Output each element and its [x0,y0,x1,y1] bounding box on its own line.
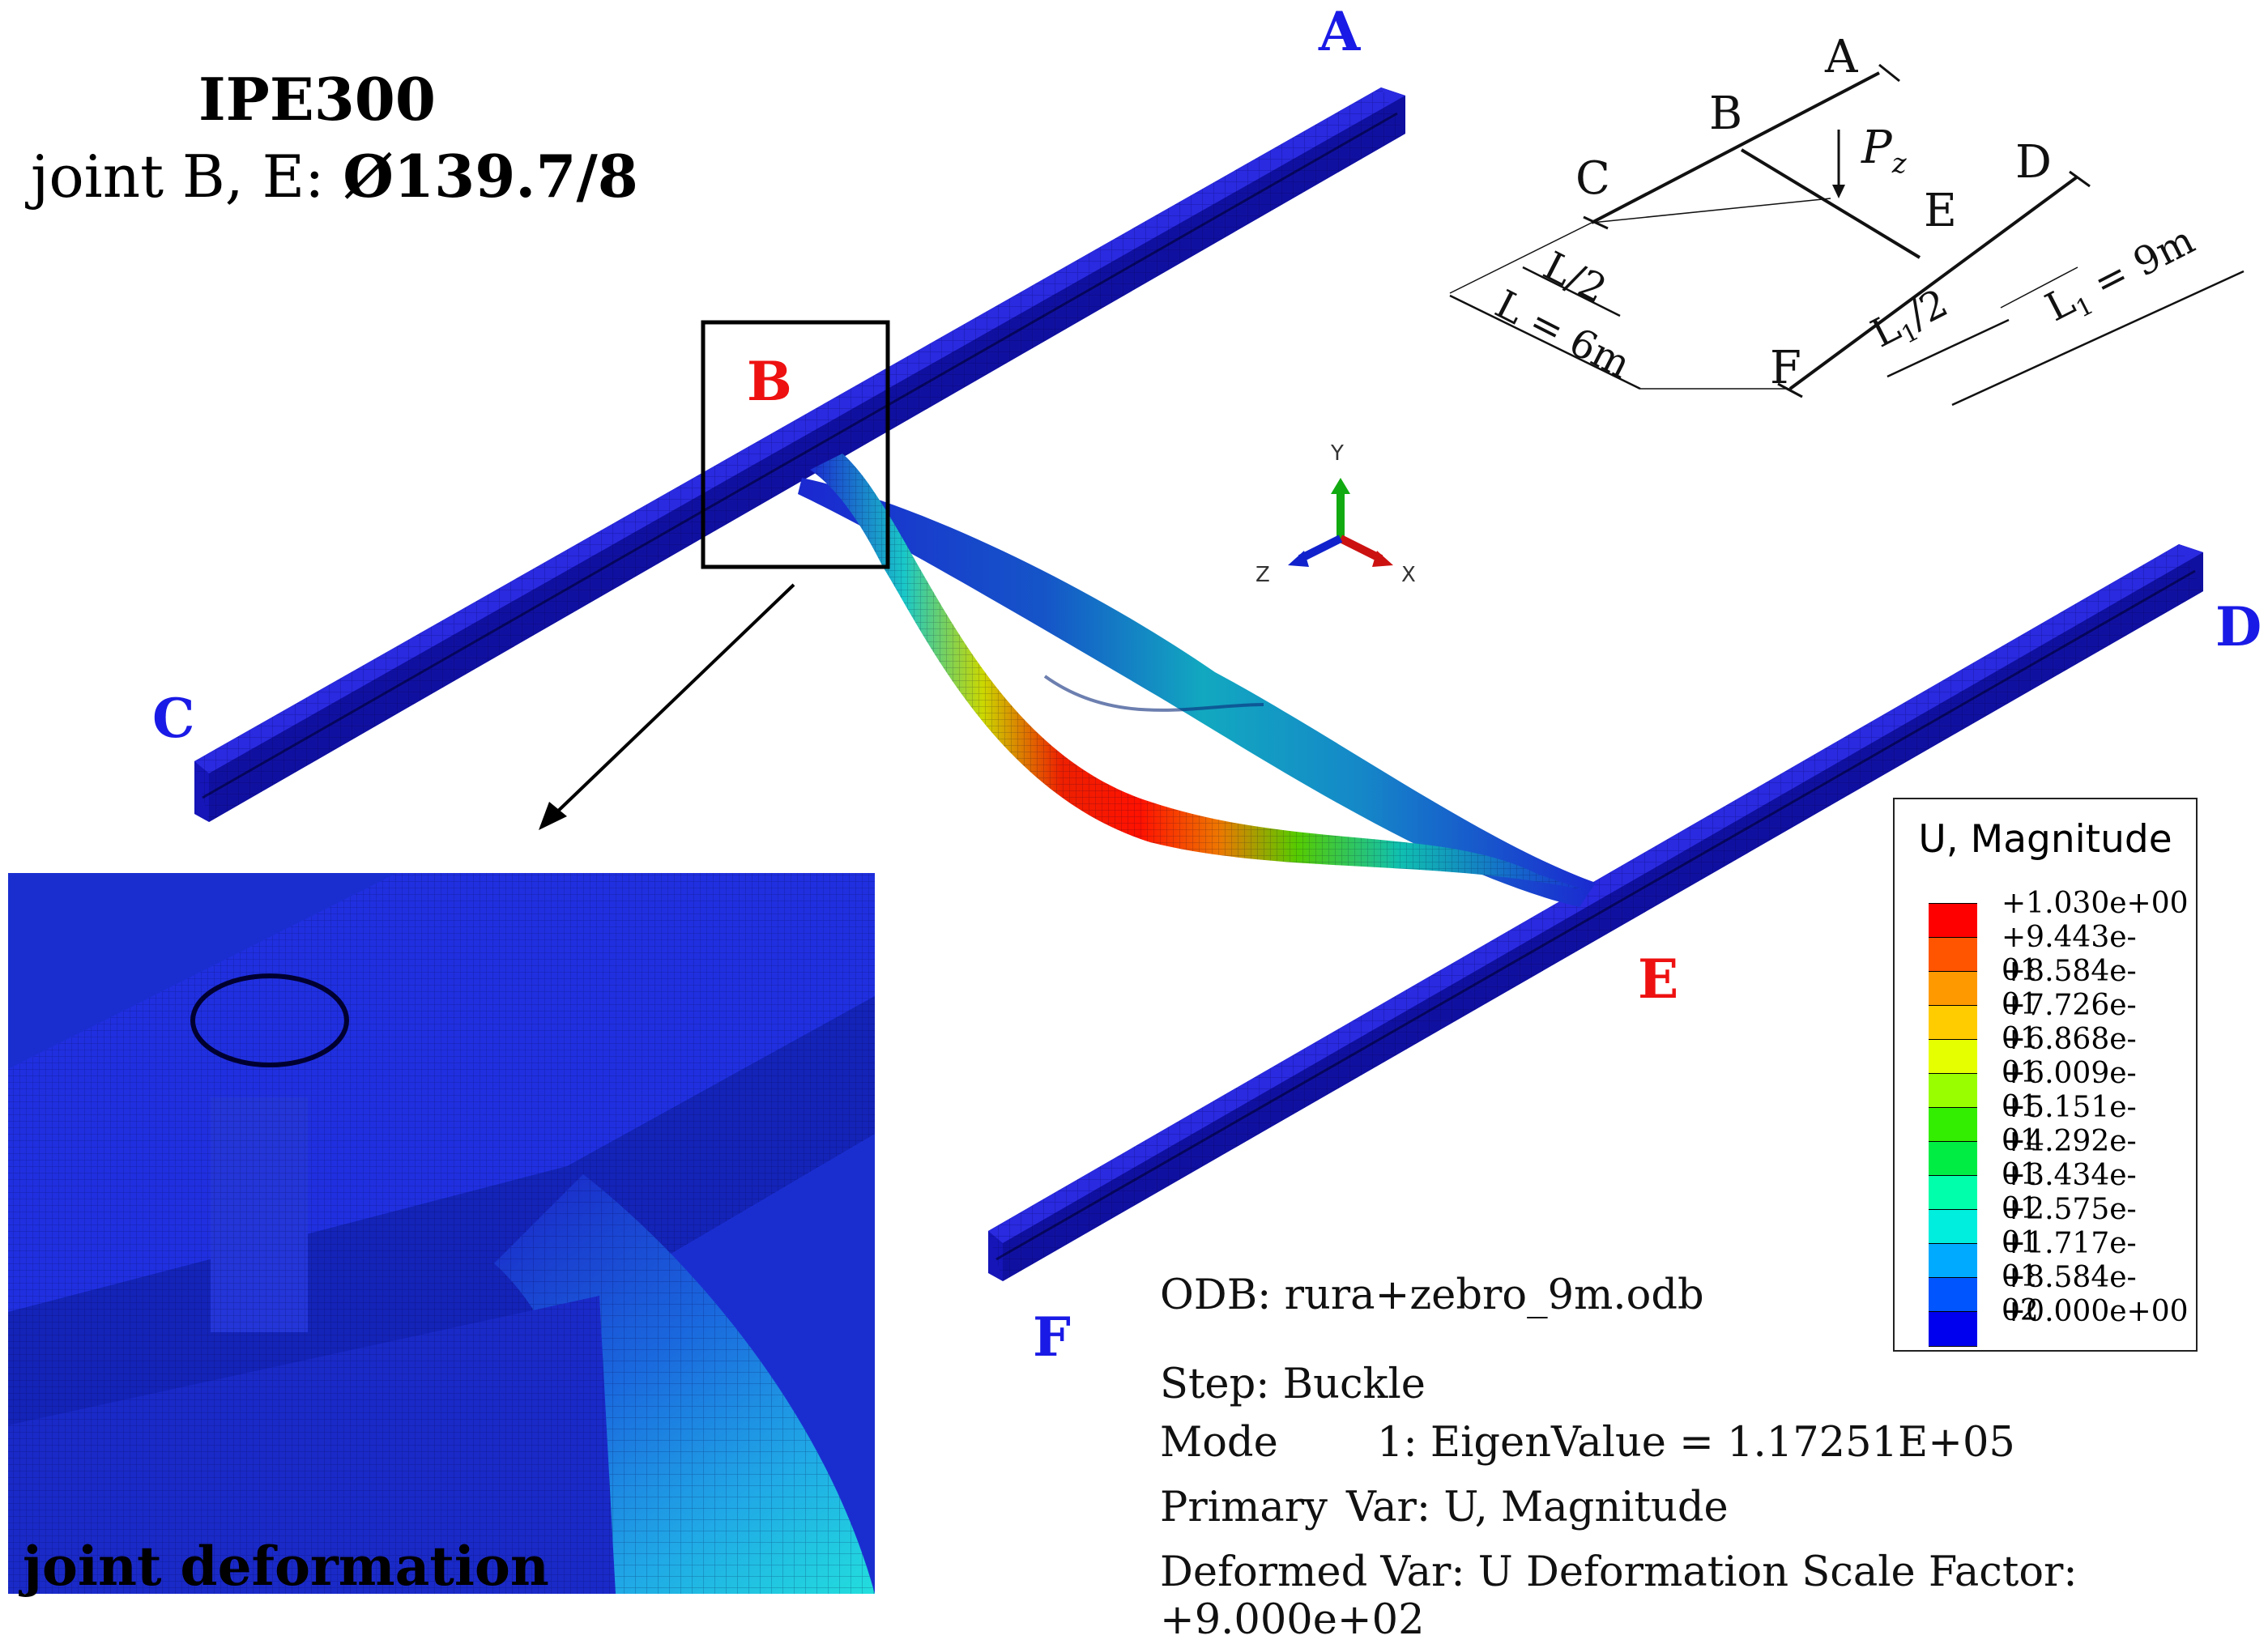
point-label-f: F [1033,1305,1071,1369]
legend-swatch [1929,1243,1977,1278]
joint-spec: joint B, E: Ø139.7/8 [31,142,638,211]
joint-inset [8,873,875,1594]
triad-y-label: Y [1331,441,1344,466]
info-primary-label: Primary [1160,1484,1328,1531]
point-label-b: B [747,350,792,413]
schem-label-a: A [1825,31,1858,83]
legend-swatch [1929,971,1977,1006]
point-label-c: C [152,687,195,750]
legend-swatch [1929,937,1977,972]
point-label-e: E [1638,948,1679,1011]
legend-swatch [1929,1209,1977,1244]
triad-x-label: X [1401,563,1416,587]
legend-swatch [1929,1175,1977,1210]
legend-value: +6.868e-01 [2002,1023,2137,1089]
joint-spec-value: Ø139.7/8 [343,142,638,211]
legend-value: +1.717e-01 [2002,1227,2137,1293]
beam-ca [194,87,1405,822]
legend-value: +2.575e-01 [2002,1193,2137,1259]
transverse-member-be [798,454,1596,907]
legend-swatch [1929,903,1977,938]
point-label-a: A [1319,0,1361,63]
legend: U, Magnitude +1.030e+00+9.443e-01+8.584e… [1893,798,2198,1352]
beam-fd [988,544,2203,1281]
schem-label-f: F [1770,342,1801,394]
section-title: IPE300 [198,65,436,134]
legend-value: +5.151e-01 [2002,1091,2137,1157]
schem-label-c: C [1575,152,1610,205]
axis-triad [1288,478,1393,567]
joint-b-highlight-box [701,320,890,569]
joint-deformation-caption: joint deformation [23,1535,549,1598]
fe-model-render [8,63,2245,1594]
legend-value: +4.292e-01 [2002,1125,2137,1191]
info-odb: ODB: rura+zebro_9m.odb [1160,1271,1704,1319]
legend-value: +7.726e-01 [2002,989,2137,1055]
schem-load-label: Pz [1861,121,1907,181]
info-mode-label: Mode [1160,1419,1278,1467]
legend-swatch [1929,1073,1977,1108]
legend-swatch [1929,1311,1977,1347]
info-mode-value: 1: EigenValue = 1.17251E+05 [1377,1419,2015,1467]
schem-label-e: E [1924,185,1957,237]
legend-value: +8.584e-01 [2002,955,2137,1021]
schem-label-b: B [1709,87,1743,140]
legend-swatch [1929,1005,1977,1040]
info-primary-value: Var: U, Magnitude [1346,1484,1729,1531]
legend-value: +9.443e-01 [2002,921,2137,987]
structure-schematic [1449,63,2245,407]
zoom-arrow [549,583,795,820]
legend-title: U, Magnitude [1918,817,2172,862]
schem-label-d: D [2015,136,2052,189]
joint-spec-prefix: joint B, E: [31,143,343,211]
legend-swatch [1929,1039,1977,1074]
legend-value: +0.000e+00 [2002,1295,2189,1328]
info-step: Step: Buckle [1160,1361,1426,1408]
zoom-arrow-head [539,802,567,830]
legend-value: +1.030e+00 [2002,887,2189,920]
triad-z-label: Z [1256,563,1270,587]
legend-value: +3.434e-01 [2002,1159,2137,1225]
legend-value: +8.584e-02 [2002,1261,2137,1327]
point-label-d: D [2215,595,2262,658]
legend-swatch [1929,1141,1977,1176]
legend-swatch [1929,1277,1977,1312]
legend-value: +6.009e-01 [2002,1057,2137,1123]
info-deformed: Deformed Var: U Deformation Scale Factor… [1160,1548,2078,1644]
legend-swatch [1929,1107,1977,1142]
